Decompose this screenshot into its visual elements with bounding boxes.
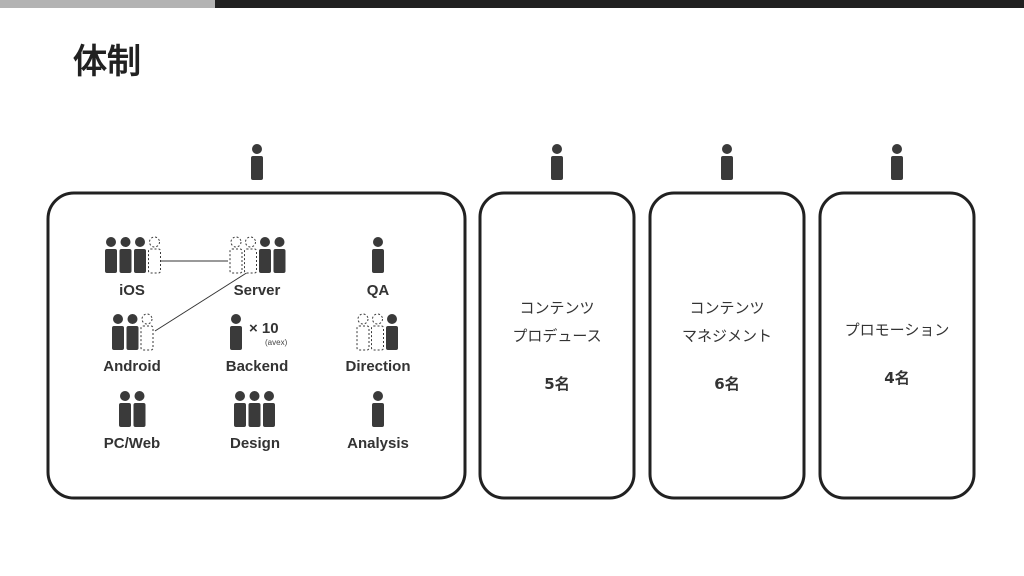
role-label-ios: iOS — [119, 282, 145, 299]
person-icon-pcweb — [133, 391, 146, 427]
person-icon-server-dashed — [244, 236, 257, 274]
team-lead-person-icon — [891, 144, 903, 180]
content-manage-frame — [648, 191, 806, 500]
person-icon-server-dashed — [229, 236, 243, 274]
team-promotion-count: 4名 — [884, 369, 910, 387]
person-icon-design — [248, 391, 261, 427]
promotion-frame — [818, 191, 976, 500]
progress-indicator — [0, 0, 216, 8]
role-label-android: Android — [103, 358, 161, 375]
role-label-backend: Backend — [225, 358, 289, 375]
team-content-produce-name-line1: コンテンツ — [519, 299, 595, 317]
role-label-server: Server — [233, 282, 281, 299]
person-icon-ios — [119, 237, 132, 273]
person-icon-backend — [230, 314, 242, 350]
page-title: 体制 — [73, 42, 141, 82]
team-lead-person-icon — [251, 144, 263, 180]
person-icon-pcweb — [119, 391, 131, 427]
backend-multiplier: × 10 — [249, 320, 279, 337]
person-icon-direction — [386, 314, 398, 350]
role-label-analysis: Analysis — [347, 435, 409, 452]
person-icon-direction-dashed — [356, 313, 370, 351]
person-icon-design — [234, 391, 246, 427]
person-icon-ios — [134, 237, 146, 273]
person-icon-server — [259, 237, 271, 273]
person-icon-android — [126, 314, 139, 350]
team-content-produce-name-line2: プロデュース — [512, 327, 602, 345]
role-label-design: Design — [229, 435, 281, 452]
team-content-produce-count: 5名 — [544, 375, 570, 393]
person-icon-direction-dashed — [371, 313, 384, 351]
role-label-pcweb: PC/Web — [103, 435, 161, 452]
team-content-manage-count: 6名 — [714, 375, 740, 393]
role-label-direction: Direction — [345, 358, 411, 375]
top-bar — [0, 0, 1024, 8]
person-icon-android-dashed — [140, 313, 154, 351]
person-icon-android — [112, 314, 124, 350]
team-content-manage-name-line2: マネジメント — [681, 327, 773, 345]
role-label-qa: QA — [366, 282, 390, 299]
backend-note: (avex) — [265, 338, 288, 347]
team-promotion-name: プロモーション — [844, 321, 950, 339]
content-produce-frame — [478, 191, 636, 500]
team-lead-person-icon — [551, 144, 563, 180]
person-icon-ios — [105, 237, 117, 273]
person-icon-design — [263, 391, 275, 427]
person-icon-server — [273, 237, 286, 273]
team-content-manage-name-line1: コンテンツ — [689, 299, 765, 317]
person-icons — [105, 144, 903, 427]
person-icon-qa — [372, 237, 384, 273]
team-lead-person-icon — [721, 144, 733, 180]
person-icon-ios-dashed — [148, 236, 161, 274]
android-server-connector — [154, 271, 249, 332]
person-icon-analysis — [372, 391, 384, 427]
